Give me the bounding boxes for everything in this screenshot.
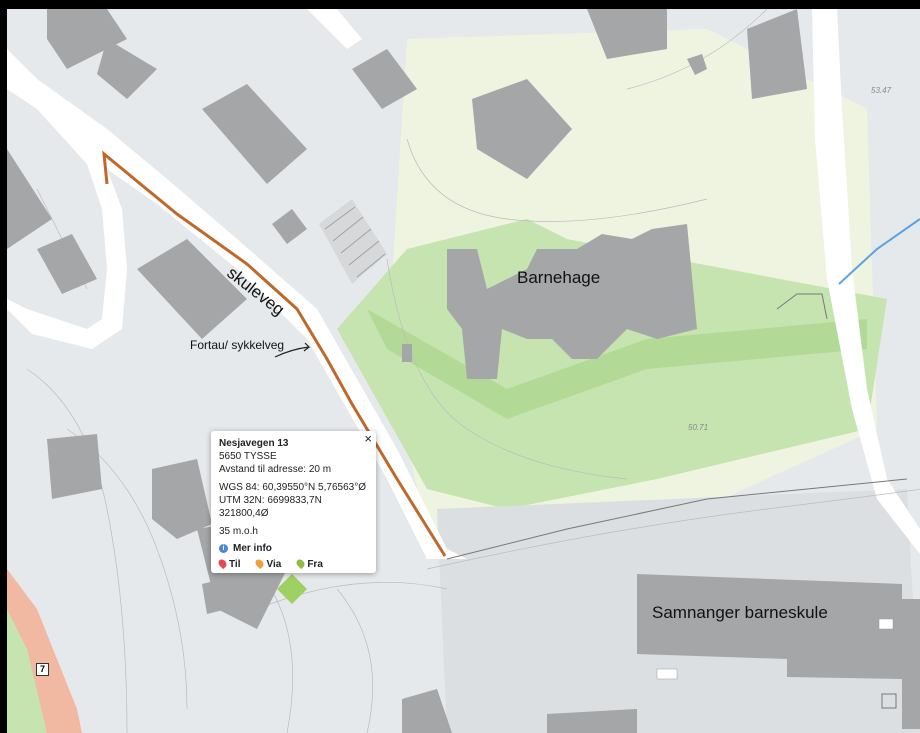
park-area-strip <box>367 309 867 419</box>
sidewalk-arrow <box>274 342 311 358</box>
more-info-link[interactable]: i Mer info <box>219 543 368 554</box>
left-grass <box>7 609 47 733</box>
kindergarten-label: Barnehage <box>517 268 601 287</box>
popup-address: Nesjavegen 13 <box>219 438 289 449</box>
route-via-label: Via <box>266 559 282 570</box>
road-nesjavegen <box>7 49 467 559</box>
square-marker <box>881 693 897 709</box>
route-via-button[interactable]: Via <box>254 557 282 570</box>
address-popup: × Nesjavegen 13 5650 TYSSE Avstand til a… <box>211 431 376 573</box>
pin-icon <box>295 557 307 570</box>
info-icon: i <box>219 544 228 553</box>
route-from-label: Fra <box>307 559 323 570</box>
small-box <box>656 668 678 680</box>
hatched-area <box>319 199 387 284</box>
popup-postal: 5650 TYSSE <box>219 451 277 462</box>
pin-icon <box>254 557 266 570</box>
popup-wgs-coordinates: WGS 84: 60,39550°N 5,76563°Ø <box>219 482 366 493</box>
road-number-sign: 7 <box>36 663 49 676</box>
road-right <box>812 9 920 554</box>
map-canvas[interactable]: skuleveg Fortau/ sykkelveg Barnehage Sam… <box>7 9 920 733</box>
close-icon[interactable]: × <box>364 431 372 446</box>
more-info-label: Mer info <box>233 543 272 554</box>
shed <box>402 344 412 362</box>
route-to-button[interactable]: Til <box>216 557 241 570</box>
pin-icon <box>216 557 229 570</box>
elevation-label: 53.47 <box>871 86 892 95</box>
route-actions: Til Via Fra <box>216 557 368 570</box>
small-box-2 <box>878 618 894 630</box>
map-graphics <box>7 9 920 733</box>
stream <box>838 218 920 285</box>
popup-distance: Avstand til adresse: 20 m <box>219 464 332 475</box>
route-to-label: Til <box>229 559 241 570</box>
fences <box>446 293 908 560</box>
sidewalk-label: Fortau/ sykkelveg <box>190 338 285 352</box>
school-label: Samnanger barneskule <box>652 603 828 622</box>
road-top <box>307 9 362 49</box>
buildings <box>7 9 920 733</box>
elevation-label: 50.71 <box>688 423 709 432</box>
location-marker <box>277 574 307 604</box>
popup-utm-coordinates: UTM 32N: 6699833,7N 321800,4Ø <box>219 495 322 519</box>
route-from-button[interactable]: Fra <box>295 557 323 570</box>
popup-elevation: 35 m.o.h <box>219 526 258 537</box>
